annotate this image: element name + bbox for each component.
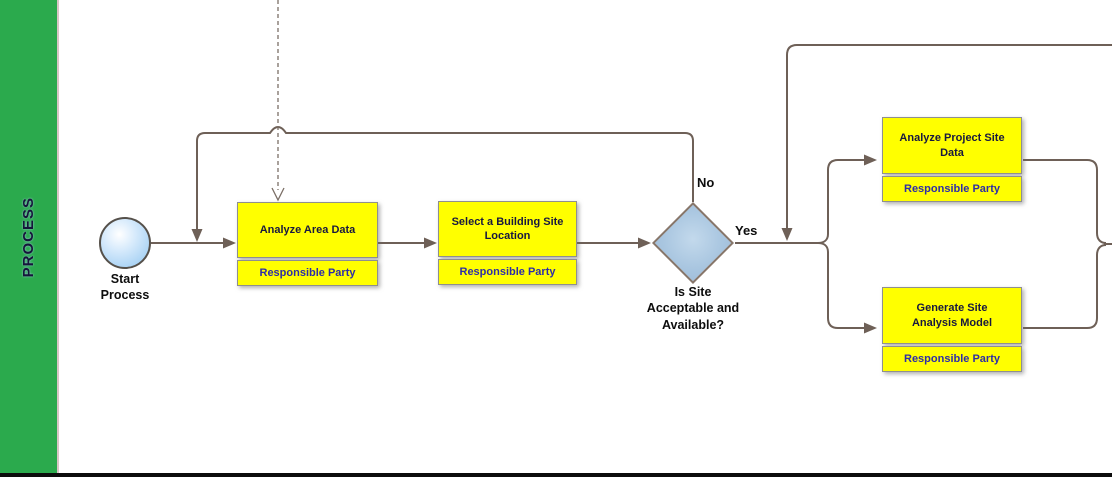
arrowhead-into-decision xyxy=(638,237,651,249)
arrowhead-into-analyze-area xyxy=(223,237,236,249)
start-node-label: Start Process xyxy=(100,272,150,302)
arrowhead-into-select-site xyxy=(424,237,437,249)
connector-return-from-right xyxy=(786,44,1112,228)
arrowhead-into-analyze-project xyxy=(864,154,877,166)
generate-model-title: Generate Site Analysis Model xyxy=(882,287,1022,344)
connector-split-to-generate-model xyxy=(817,242,864,329)
decision-question-label: Is Site Acceptable and Available? xyxy=(646,285,740,332)
connector-analyze-project-to-merge xyxy=(1023,159,1107,244)
analyze-project-title: Analyze Project Site Data xyxy=(882,117,1022,174)
analyze-project-party: Responsible Party xyxy=(882,176,1022,202)
connector-generate-model-to-merge xyxy=(1023,244,1107,329)
select-site-party: Responsible Party xyxy=(438,259,577,285)
process-box-select-site: Select a Building Site Location Responsi… xyxy=(438,201,577,285)
arrowhead-into-generate-model xyxy=(864,322,877,334)
generate-model-party: Responsible Party xyxy=(882,346,1022,372)
arrowhead-no-loop-down xyxy=(191,229,203,242)
start-node-circle xyxy=(99,217,151,269)
lane-divider-line xyxy=(57,0,59,474)
process-lane: PROCESS xyxy=(0,0,57,474)
analyze-area-title: Analyze Area Data xyxy=(237,202,378,258)
select-site-title: Select a Building Site Location xyxy=(438,201,577,257)
analyze-area-party: Responsible Party xyxy=(237,260,378,286)
yes-edge-label: Yes xyxy=(735,223,758,238)
connector-split-to-analyze-project xyxy=(817,159,864,244)
no-edge-label: No xyxy=(697,175,715,190)
process-box-analyze-area: Analyze Area Data Responsible Party xyxy=(237,202,378,286)
dashed-open-arrowhead xyxy=(271,187,285,202)
bottom-border-line xyxy=(0,473,1112,477)
arrowhead-return-down xyxy=(781,228,793,241)
process-box-generate-model: Generate Site Analysis Model Responsible… xyxy=(882,287,1022,372)
process-box-analyze-project: Analyze Project Site Data Responsible Pa… xyxy=(882,117,1022,202)
